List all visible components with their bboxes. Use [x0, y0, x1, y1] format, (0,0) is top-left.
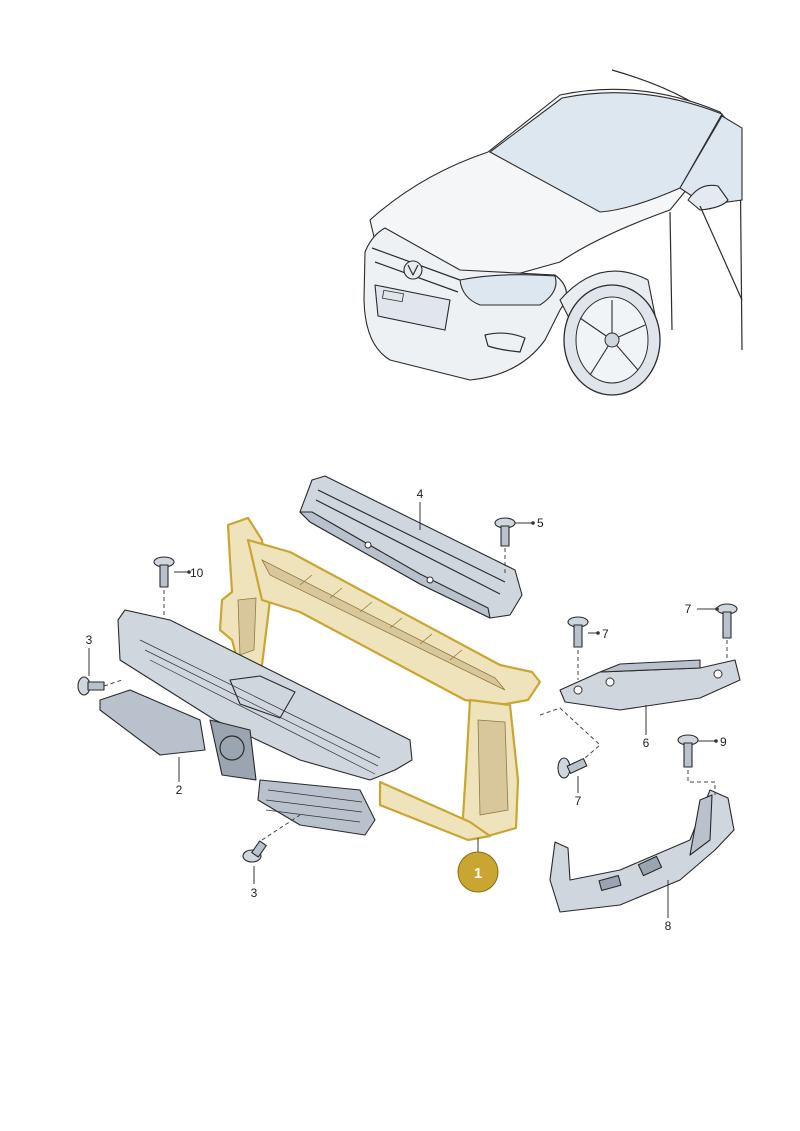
callout-7-b: 7 [685, 602, 692, 616]
leader-lines [88, 502, 719, 918]
car-overview [363, 69, 743, 396]
screw-part-7-c [557, 757, 588, 779]
screw-part-7-b [716, 603, 738, 639]
front-panel-part-2 [99, 609, 413, 836]
screw-part-10 [153, 556, 175, 615]
screw-part-3-lower [242, 840, 267, 863]
callout-2: 2 [176, 783, 183, 797]
part-1-badge: 1 [457, 851, 499, 893]
callout-7-a: 7 [602, 627, 609, 641]
callout-3-upper: 3 [86, 633, 93, 647]
callout-9: 9 [720, 735, 727, 749]
callout-10: 10 [190, 566, 204, 580]
callout-3-lower: 3 [251, 886, 258, 900]
lock-carrier-part-1 [218, 516, 542, 842]
callout-4: 4 [417, 487, 424, 501]
screw-part-3-upper [77, 676, 105, 696]
callout-6: 6 [643, 736, 650, 750]
assembly-lines [103, 548, 728, 841]
callout-5: 5 [537, 516, 544, 530]
bracket-part-8 [549, 789, 735, 913]
callout-7-c: 7 [575, 794, 582, 808]
callout-8: 8 [665, 919, 672, 933]
screw-part-9 [677, 734, 699, 768]
callout-1: 1 [474, 865, 482, 882]
bracket-part-6 [559, 659, 741, 711]
screw-part-5 [494, 517, 516, 547]
screw-part-7-a [567, 616, 589, 648]
